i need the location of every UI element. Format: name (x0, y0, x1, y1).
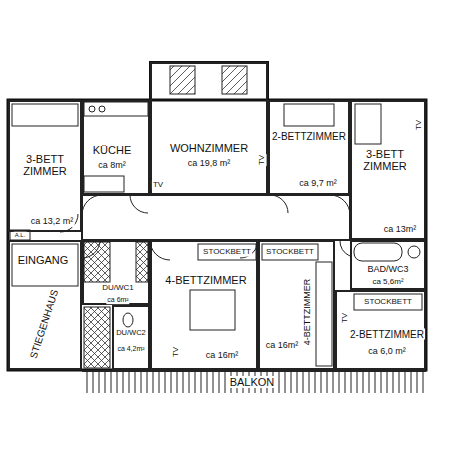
tv-mark: TV (415, 119, 424, 131)
stove (99, 106, 105, 112)
door-swing (150, 240, 170, 260)
door-swing (130, 195, 148, 213)
stove (89, 106, 95, 112)
room: DU/WC1 ca 6m² (82, 240, 150, 305)
room-area: ca 13,2 m² (30, 217, 75, 227)
washbasin (408, 246, 420, 258)
room: 3-BETT ZIMMER ca 13,2 m² (8, 100, 82, 232)
door-swing (270, 195, 288, 213)
bed-label: STOCKBETT (265, 248, 315, 257)
room-name: DU/WC2 (115, 329, 147, 337)
bunk-bed (316, 262, 332, 366)
room-name: DU/WC1 (101, 284, 135, 293)
bed (355, 104, 381, 144)
bed (190, 290, 235, 330)
bay (150, 62, 268, 100)
shower (84, 242, 110, 282)
table (84, 176, 124, 192)
room: 2-BETTZIMMER ca 9,7 m² (268, 100, 350, 195)
window-bench (222, 66, 247, 94)
room-area: ca 16m² (265, 341, 300, 351)
shower (84, 307, 110, 368)
room-name: 4-BETTZIMMER (303, 278, 313, 347)
room-name: KÜCHE (92, 144, 133, 156)
room-area: ca 19,8 m² (187, 159, 232, 169)
room: EINGANG STIEGENHAUS (8, 240, 82, 370)
note: A.L. (14, 232, 27, 239)
balcony: BALKON (82, 370, 426, 395)
room-area: ca 16m² (205, 351, 240, 361)
room-area: ca 9,7 m² (298, 179, 338, 189)
tv-mark: TV (258, 154, 267, 166)
door-swing (330, 195, 350, 215)
hallway (82, 195, 350, 240)
tv-mark: TV (172, 346, 181, 358)
door-swing (340, 240, 350, 256)
bunk-bed (354, 294, 422, 310)
toilet (123, 313, 133, 327)
door-swing (82, 240, 100, 258)
entrance-area (12, 244, 78, 286)
room: 4-BETTZIMMER ca 16m² (150, 240, 258, 370)
room-name: BAD/WC3 (366, 265, 409, 275)
room: DU/WC2 ca 4,2m² (112, 305, 150, 370)
bed (12, 104, 78, 126)
bunk-bed (262, 244, 318, 260)
room: WOHNZIMMER ca 19,8 m² (150, 62, 268, 195)
room-area: ca 6,0 m² (367, 347, 407, 357)
room-area: ca 5,6m² (371, 278, 404, 287)
room-area: ca 13m² (383, 225, 418, 235)
tv-mark: TV (341, 312, 350, 324)
tv-mark: TV (152, 181, 164, 190)
room-name: 3-BETT ZIMMER (356, 148, 414, 172)
bunk-bed (198, 244, 256, 260)
door-swing (82, 195, 102, 215)
room-name: BALKON (229, 376, 276, 388)
bed (284, 104, 334, 126)
shower (136, 242, 148, 282)
balcony-railing (84, 372, 424, 393)
room-name: 4-BETTZIMMER (164, 274, 247, 286)
room-name: 2-BETTZIMMER (271, 131, 347, 142)
bed-label: STOCKBETT (202, 248, 252, 257)
window-bench (170, 66, 195, 94)
counter (84, 102, 148, 116)
room-name: 3-BETT ZIMMER (14, 153, 76, 177)
room: BAD/WC3 ca 5,6m² (350, 240, 426, 290)
room: 4-BETTZIMMERca 16m² (258, 240, 335, 370)
bathtub (354, 243, 402, 261)
room-name: WOHNZIMMER (169, 142, 249, 154)
room-area: ca 6m² (106, 296, 129, 304)
room-name: EINGANG (17, 254, 70, 266)
outer-wall (8, 100, 426, 370)
room: KÜCHE ca 8m² (82, 100, 150, 195)
room-area: STIEGENHAUS (27, 287, 60, 360)
room-name: 2-BETTZIMMER (349, 329, 425, 340)
room-area: ca 8m² (97, 161, 127, 171)
bed-label: STOCKBETT (363, 298, 413, 307)
room-area: ca 4,2m² (116, 345, 145, 353)
